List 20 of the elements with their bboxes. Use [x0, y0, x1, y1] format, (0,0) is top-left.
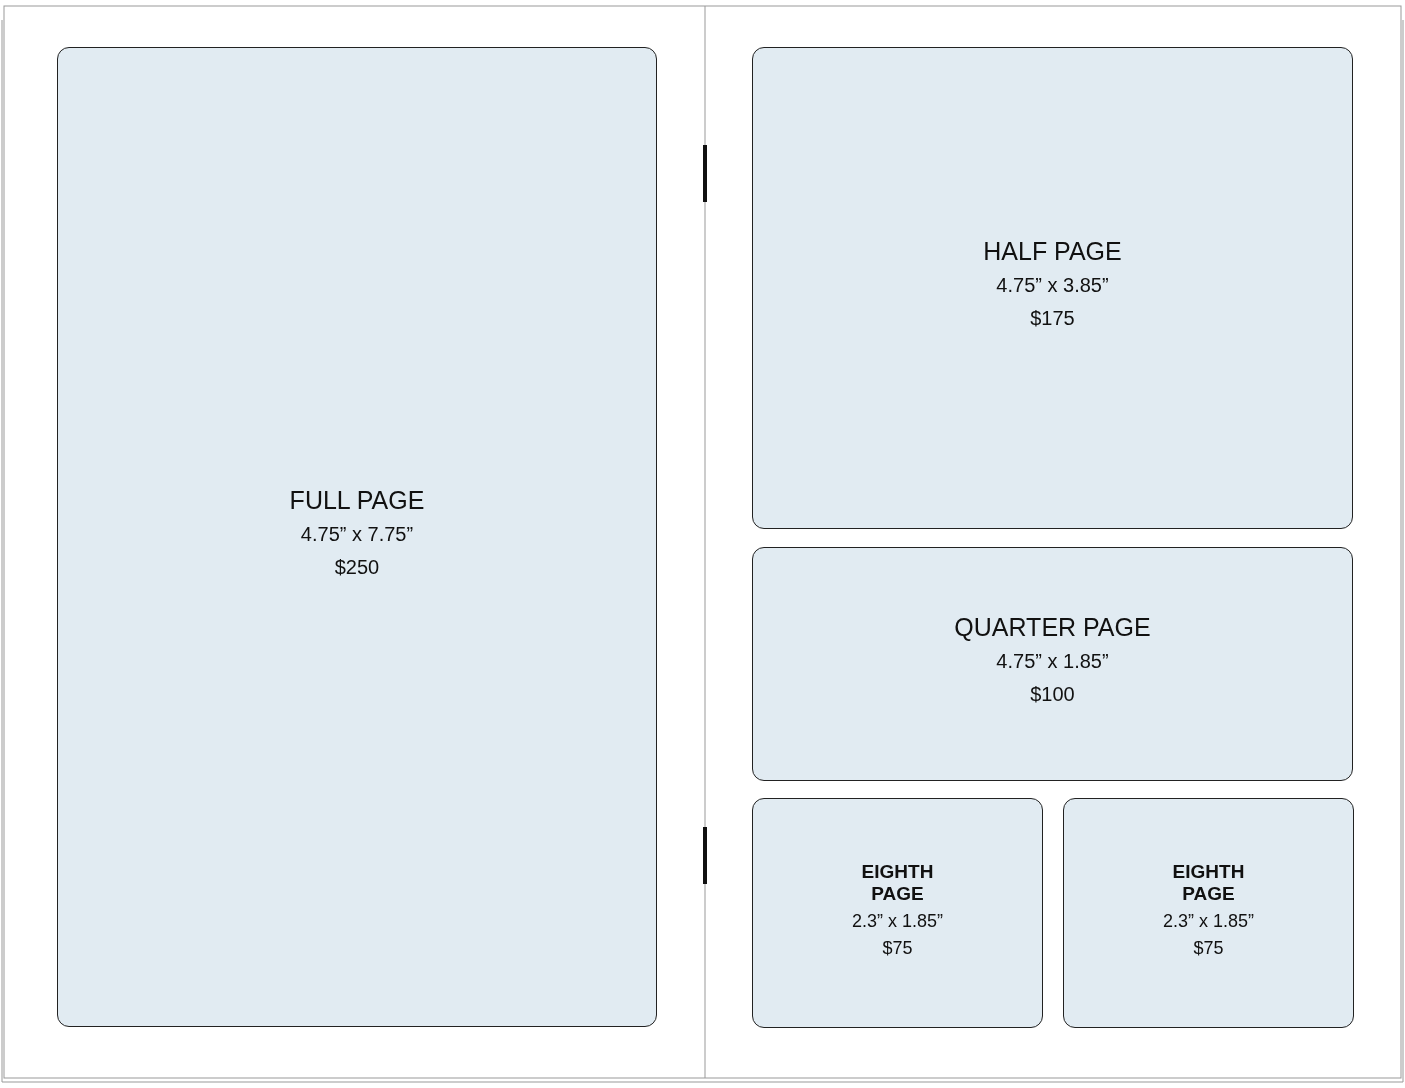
size-heading: HALF PAGE [983, 236, 1122, 266]
price-text: $175 [1030, 306, 1075, 330]
price-text: $250 [334, 555, 380, 579]
size-heading: EIGHTH PAGE [1171, 861, 1246, 905]
ad-space-box [752, 47, 1353, 529]
ad-space-box [57, 47, 657, 1027]
size-heading: QUARTER PAGE [954, 612, 1151, 642]
dimensions-text: 4.75” x 1.85” [996, 649, 1109, 673]
price-text: $75 [882, 938, 913, 959]
dimensions-text: 4.75” x 3.85” [996, 273, 1109, 297]
ad-space-box [752, 798, 1043, 1028]
price-text: $75 [1193, 938, 1224, 959]
dimensions-text: 4.75” x 7.75” [300, 522, 414, 546]
ad-space-box [752, 547, 1353, 781]
ad-space-box [1063, 798, 1354, 1028]
size-heading: FULL PAGE [289, 485, 425, 515]
size-heading: EIGHTH PAGE [860, 861, 935, 905]
price-text: $100 [1030, 682, 1075, 706]
dimensions-text: 2.3” x 1.85” [1162, 911, 1254, 932]
dimensions-text: 2.3” x 1.85” [851, 911, 943, 932]
